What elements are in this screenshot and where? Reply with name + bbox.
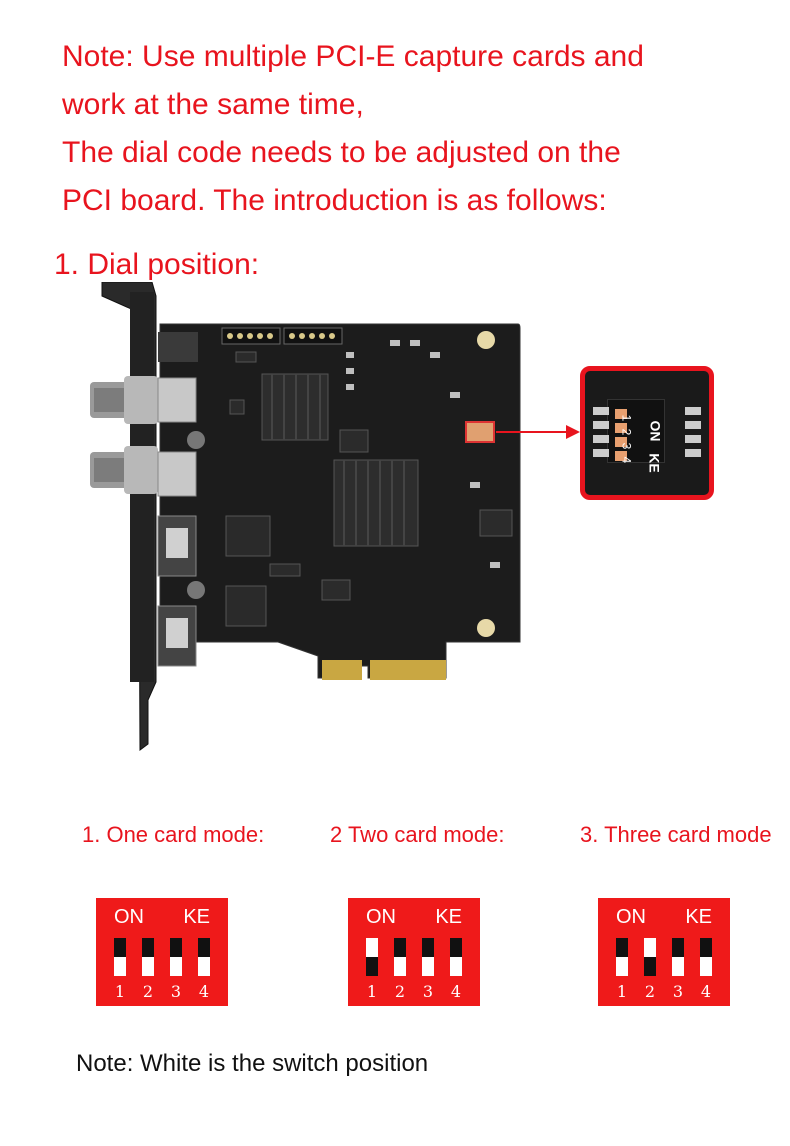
switch-number-1: 1 [616, 982, 628, 1001]
note-line-1: Note: Use multiple PCI-E capture cards a… [62, 40, 644, 73]
switch-on-label: ON [616, 906, 646, 928]
dip-switch-closeup: ON KE 1 2 3 4 [580, 366, 714, 500]
closeup-num-4: 4 [619, 456, 634, 464]
footer-note: Note: White is the switch position [76, 1050, 429, 1077]
bnc-connector-bottom [90, 446, 158, 494]
switch-diagram-two-card: ON KE 1 2 3 4 [348, 898, 480, 1006]
switch-on-label: ON [366, 906, 396, 928]
capture-card-illustration [90, 281, 730, 752]
mode-label-one-card: 1. One card mode: [82, 822, 265, 847]
switch-toggle-4 [700, 938, 712, 976]
switch-ke-label: KE [183, 906, 210, 928]
closeup-ke-label: KE [646, 453, 663, 473]
switch-number-1: 1 [114, 982, 126, 1001]
gold-fingers [322, 660, 446, 680]
switch-toggle-2 [142, 938, 154, 976]
switch-toggle-4 [450, 938, 462, 976]
switch-number-2: 2 [644, 982, 656, 1001]
switch-number-3: 3 [422, 982, 434, 1001]
switch-number-1: 1 [366, 982, 378, 1001]
switch-ke-label: KE [685, 906, 712, 928]
switch-toggle-3 [422, 938, 434, 976]
switch-number-2: 2 [142, 982, 154, 1001]
switch-number-4: 4 [198, 982, 210, 1001]
note-line-2: work at the same time, [62, 88, 364, 121]
bnc-connector-top [90, 376, 158, 424]
switch-on-label: ON [114, 906, 144, 928]
board-dip-switch [465, 421, 495, 443]
note-line-4: PCI board. The introduction is as follow… [62, 184, 607, 217]
switch-number-4: 4 [700, 982, 712, 1001]
switch-toggle-2 [644, 938, 656, 976]
switch-toggle-2 [394, 938, 406, 976]
switch-number-2: 2 [394, 982, 406, 1001]
closeup-on-label: ON [647, 420, 664, 442]
switch-toggle-3 [170, 938, 182, 976]
switch-number-3: 3 [672, 982, 684, 1001]
switch-toggle-4 [198, 938, 210, 976]
switch-toggle-1 [616, 938, 628, 976]
closeup-num-3: 3 [619, 442, 634, 450]
switch-number-3: 3 [170, 982, 182, 1001]
mode-label-two-card: 2 Two card mode: [330, 822, 505, 847]
closeup-num-2: 2 [619, 428, 634, 436]
switch-diagram-one-card: ON KE 1 2 3 4 [96, 898, 228, 1006]
mode-label-three-card: 3. Three card mode [580, 822, 772, 847]
switch-toggle-1 [114, 938, 126, 976]
switch-ke-label: KE [435, 906, 462, 928]
switch-toggle-1 [366, 938, 378, 976]
switch-toggle-3 [672, 938, 684, 976]
note-line-3: The dial code needs to be adjusted on th… [62, 136, 621, 169]
closeup-num-1: 1 [619, 414, 634, 422]
switch-number-4: 4 [450, 982, 462, 1001]
switch-diagram-three-card: ON KE 1 2 3 4 [598, 898, 730, 1006]
dial-position-title: 1. Dial position: [54, 248, 260, 281]
